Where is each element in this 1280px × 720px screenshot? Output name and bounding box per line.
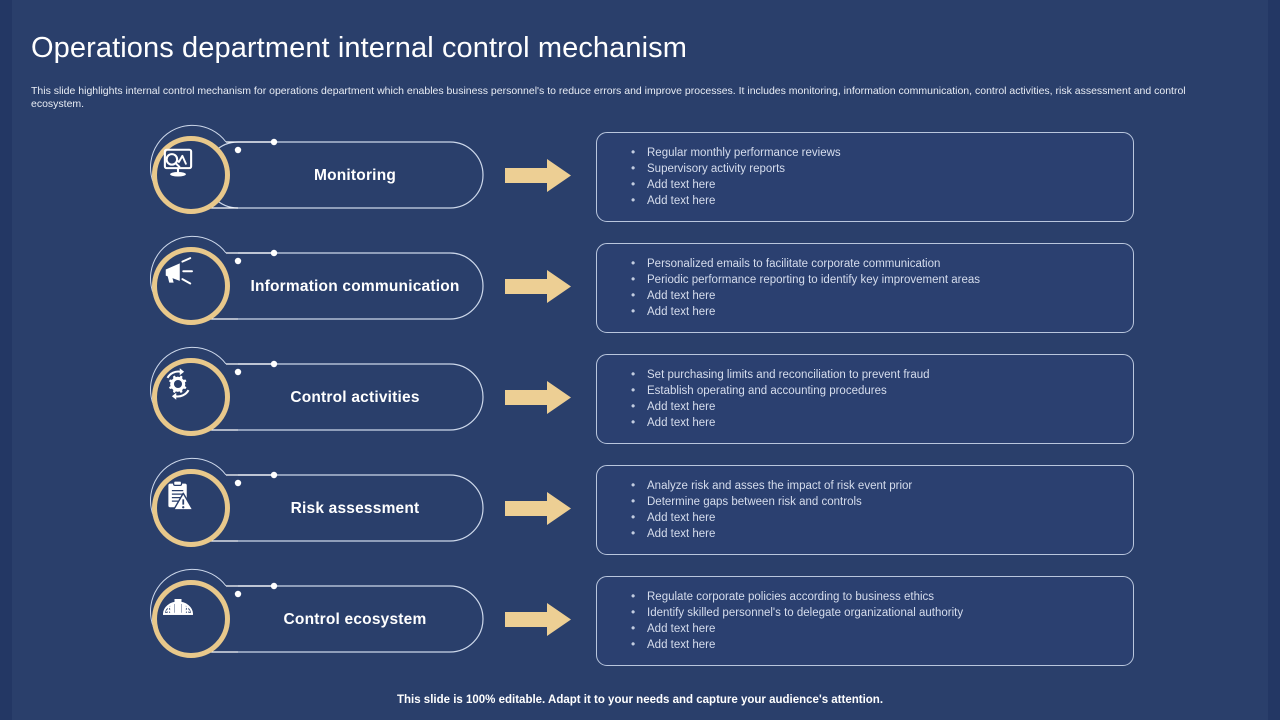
flow-arrow-icon: [505, 492, 571, 525]
bullet-list: Regulate corporate policies according to…: [631, 588, 1117, 653]
list-item: Analyze risk and asses the impact of ris…: [631, 477, 1117, 494]
page-subtitle: This slide highlights internal control m…: [31, 85, 1186, 110]
list-item: Add text here: [631, 636, 1117, 653]
icon-badge-monitor-search: [152, 136, 230, 214]
bullet-list: Analyze risk and asses the impact of ris…: [631, 477, 1117, 542]
list-item: Identify skilled personnel's to delegate…: [631, 604, 1117, 621]
icon-badge-megaphone: [152, 247, 230, 325]
flow-arrow-icon: [505, 159, 571, 192]
list-item: Add text here: [631, 509, 1117, 526]
flow-arrow-icon: [505, 381, 571, 414]
list-item: Establish operating and accounting proce…: [631, 382, 1117, 399]
list-item: Regular monthly performance reviews: [631, 144, 1117, 161]
page-title: Operations department internal control m…: [31, 32, 688, 64]
stage-pill-monitoring[interactable]: Monitoring: [150, 124, 484, 219]
stage-pill-control-activities[interactable]: Control activities: [150, 346, 484, 441]
list-item: Supervisory activity reports: [631, 160, 1117, 177]
bullet-list: Regular monthly performance reviews Supe…: [631, 144, 1117, 209]
footer-note: This slide is 100% editable. Adapt it to…: [396, 694, 884, 706]
mechanism-row: Control activities Set purchasing limits…: [0, 346, 1280, 464]
stage-label: Monitoring: [313, 166, 397, 184]
icon-badge-gear-refresh: [152, 358, 230, 436]
mechanism-row: Monitoring Regular monthly performance r…: [0, 124, 1280, 242]
list-item: Add text here: [631, 192, 1117, 209]
list-item: Add text here: [631, 398, 1117, 415]
list-item: Add text here: [631, 620, 1117, 637]
icon-badge-building-ecosystem: [152, 580, 230, 658]
detail-panel: Regulate corporate policies according to…: [596, 576, 1134, 666]
icon-badge-clipboard-warning: [152, 469, 230, 547]
mechanism-row: Information communication Personalized e…: [0, 235, 1280, 353]
right-edge-band: [1268, 0, 1280, 720]
stage-label: Risk assessment: [290, 499, 420, 517]
detail-panel: Regular monthly performance reviews Supe…: [596, 132, 1134, 222]
mechanism-row: Risk assessment Analyze risk and asses t…: [0, 457, 1280, 575]
stage-pill-risk-assessment[interactable]: Risk assessment: [150, 457, 484, 552]
list-item: Set purchasing limits and reconciliation…: [631, 366, 1117, 383]
mechanism-row: Control ecosystem Regulate corporate pol…: [0, 568, 1280, 686]
list-item: Periodic performance reporting to identi…: [631, 271, 1117, 288]
stage-pill-control-ecosystem[interactable]: Control ecosystem: [150, 568, 484, 663]
stage-label: Control ecosystem: [283, 610, 427, 628]
mechanism-rows: Monitoring Regular monthly performance r…: [0, 124, 1280, 686]
stage-label: Control activities: [290, 388, 420, 406]
stage-pill-information-communication[interactable]: Information communication: [150, 235, 484, 330]
list-item: Add text here: [631, 287, 1117, 304]
stage-label: Information communication: [250, 277, 460, 295]
list-item: Add text here: [631, 525, 1117, 542]
list-item: Add text here: [631, 303, 1117, 320]
list-item: Regulate corporate policies according to…: [631, 588, 1117, 605]
flow-arrow-icon: [505, 603, 571, 636]
list-item: Add text here: [631, 414, 1117, 431]
flow-arrow-icon: [505, 270, 571, 303]
bullet-list: Set purchasing limits and reconciliation…: [631, 366, 1117, 431]
detail-panel: Personalized emails to facilitate corpor…: [596, 243, 1134, 333]
detail-panel: Set purchasing limits and reconciliation…: [596, 354, 1134, 444]
left-edge-band: [0, 0, 12, 720]
bullet-list: Personalized emails to facilitate corpor…: [631, 255, 1117, 320]
list-item: Determine gaps between risk and controls: [631, 493, 1117, 510]
detail-panel: Analyze risk and asses the impact of ris…: [596, 465, 1134, 555]
list-item: Personalized emails to facilitate corpor…: [631, 255, 1117, 272]
list-item: Add text here: [631, 176, 1117, 193]
